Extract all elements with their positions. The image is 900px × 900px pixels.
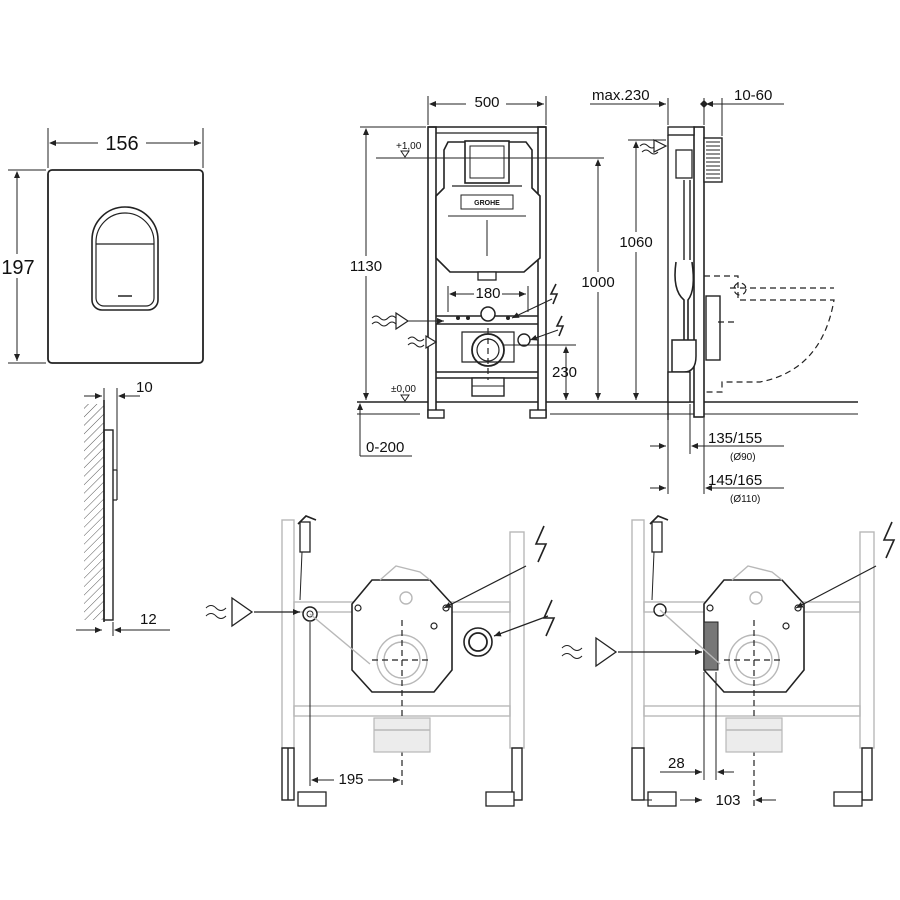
flush-button-inner	[95, 212, 155, 307]
side-height-label: 1060	[619, 234, 652, 251]
plate-depth-label: 10	[136, 379, 153, 396]
wall-gap-label: 10-60	[734, 87, 772, 104]
outlet90-label: 135/155	[708, 430, 762, 447]
cistern-opening	[464, 140, 510, 184]
outlet110-sub-label: (Ø110)	[730, 494, 760, 505]
max-depth-label: max.230	[592, 87, 650, 104]
wall-gap-knob	[703, 137, 723, 183]
grohe-logo	[460, 194, 514, 210]
wall-hatch	[84, 404, 104, 620]
frame-width-label: 500	[474, 94, 499, 111]
detail-right-view: 28 103	[561, 515, 896, 809]
frame-side-view: max.230 10-60 1060 135/155 (Ø90) 145/165…	[590, 87, 835, 505]
wc-bowl-outline	[704, 275, 835, 393]
flush-plate-front-view: 156 197	[0, 128, 204, 364]
plate-width-label: 156	[105, 133, 138, 155]
outlet-spacing-label: 180	[475, 285, 500, 302]
outlet-height-label: 230	[552, 364, 577, 381]
outlet90-sub-label: (Ø90)	[730, 452, 756, 463]
level-top-label: +1,00	[396, 141, 422, 152]
outlet110-label: 145/165	[708, 472, 762, 489]
flush-button-outer	[91, 206, 159, 311]
right-gap-label: 28	[668, 755, 685, 772]
inlet-block-right	[703, 621, 719, 671]
plate-profile	[103, 429, 114, 621]
frame-front-view: GROHE 500	[346, 92, 858, 457]
side-frame-post	[693, 126, 705, 418]
electrical-symbol	[549, 283, 559, 305]
drain-bend	[671, 339, 697, 373]
frame-right-upright	[537, 126, 547, 418]
flush-plate-outline	[47, 169, 204, 364]
level-zero-label: ±0,00	[391, 384, 416, 395]
water-inlet	[480, 306, 496, 322]
floor-adjust-label: 0-200	[366, 439, 404, 456]
left-offset-label: 195	[338, 771, 363, 788]
plate-height-label: 197	[1, 257, 34, 279]
plate-wall-depth-label: 12	[140, 611, 157, 628]
cistern-height-label: 1000	[581, 274, 614, 291]
detail-left-view: 195	[205, 515, 556, 807]
frame-height-label: 1130	[350, 258, 382, 275]
flush-plate-side-view: 10 12	[76, 379, 170, 636]
brand-label: GROHE	[474, 200, 500, 207]
frame-left-upright	[427, 126, 437, 418]
right-offset-label: 103	[715, 792, 740, 809]
